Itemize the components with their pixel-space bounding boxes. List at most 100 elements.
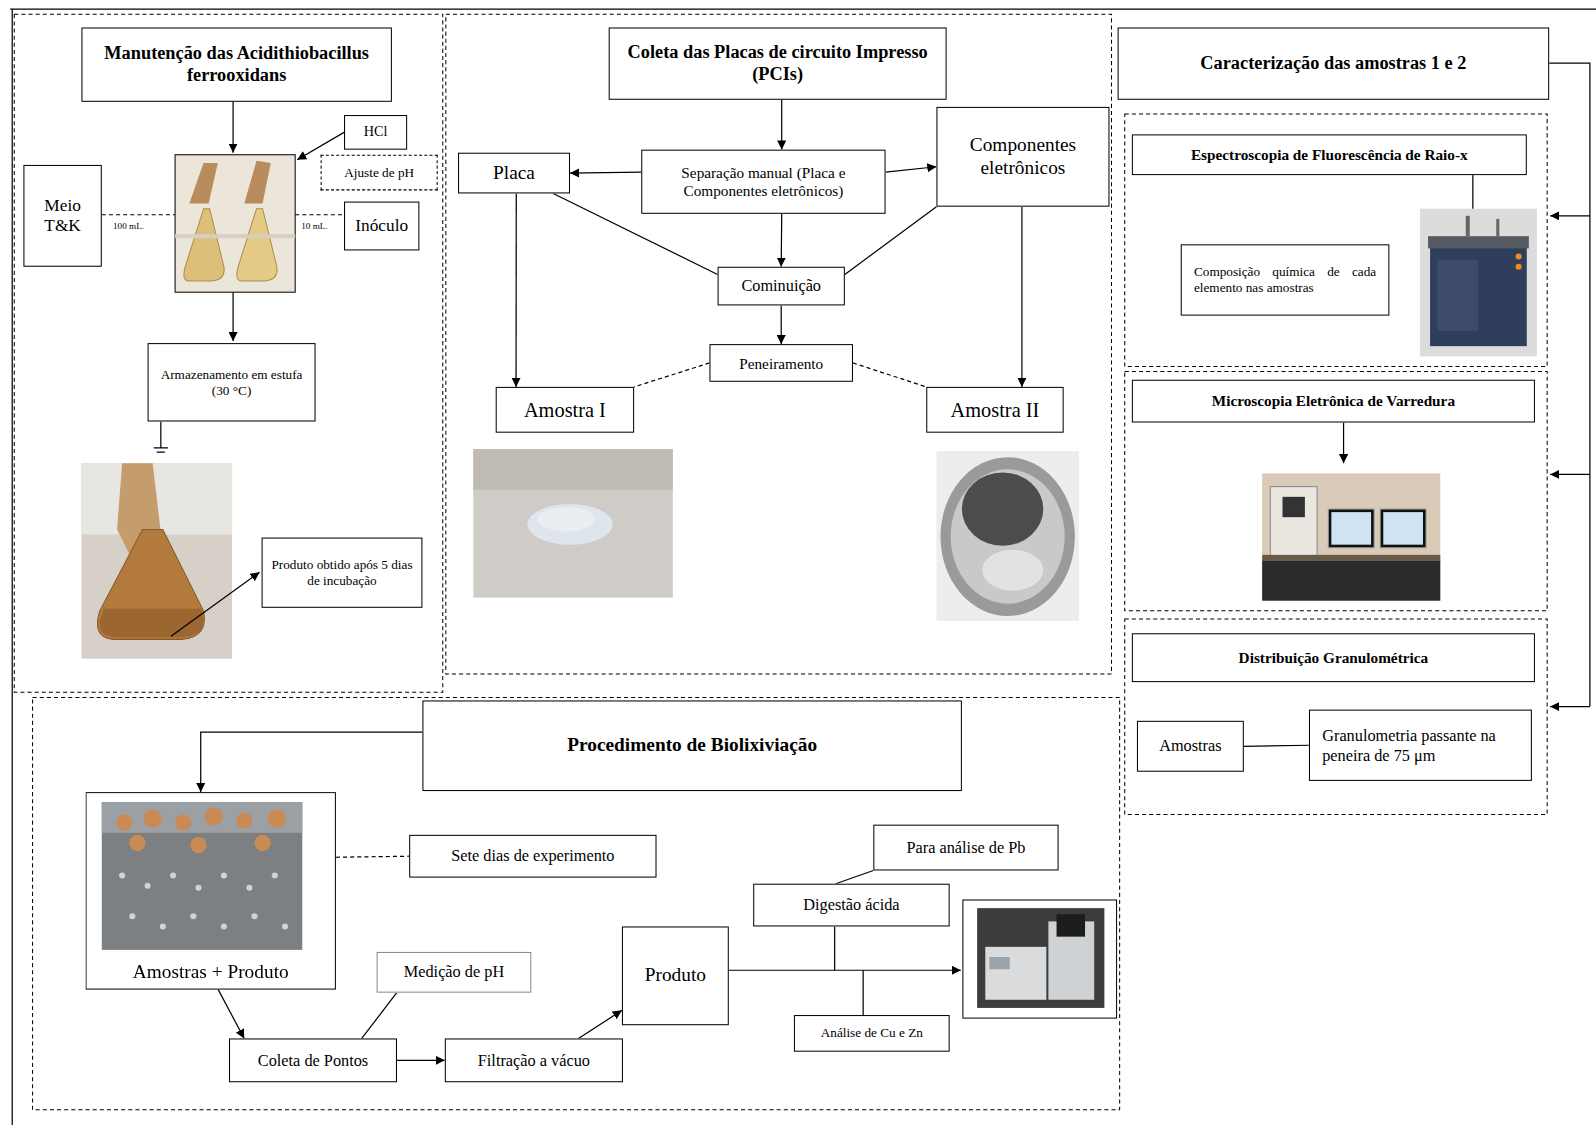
node-text: Amostras + Produto [91, 961, 331, 984]
node-text: Microscopia Eletrônica de Varredura [1137, 392, 1530, 410]
art-shape [268, 809, 286, 827]
node-text: Produto [627, 964, 724, 987]
node-text: Procedimento de Biolixiviação [428, 734, 957, 757]
sem-photo [1331, 512, 1371, 545]
node-text: Componentes eletrônicos [942, 134, 1105, 180]
xrf-photo [1516, 254, 1522, 260]
process-box: Cominuição [718, 267, 845, 306]
connector [336, 856, 409, 857]
leader-line [1343, 423, 1344, 464]
process-box: Componentes eletrônicos [936, 107, 1109, 207]
powder-photo [473, 449, 673, 598]
dashed-region [1125, 114, 1547, 366]
xrf-photo [1466, 216, 1470, 236]
node-text: Manutenção das Acidithiobacillus ferroox… [87, 43, 387, 87]
art-shape [251, 913, 257, 919]
connector [570, 172, 641, 174]
connector [1021, 207, 1022, 387]
heading-box: Coleta das Placas de circuito Impresso (… [609, 27, 947, 99]
dashed-leader [102, 214, 344, 215]
art-shape [205, 807, 223, 825]
node-text: Distribuição Granulométrica [1137, 649, 1530, 667]
art-shape [195, 885, 201, 891]
dashed-region [14, 14, 1547, 1109]
art-shape [160, 923, 166, 929]
sem-photo [1262, 555, 1440, 561]
heading-box: Procedimento de Biolixiviação [422, 700, 961, 791]
heading-box: Caracterização das amostras 1 e 2 [1118, 27, 1550, 99]
art-shape [170, 873, 176, 879]
powder-photo [941, 457, 1075, 616]
heading-box: Distribuição Granulométrica [1132, 633, 1535, 682]
flask-photo [237, 209, 277, 281]
powder-photo [936, 451, 1079, 621]
node-text: Sete dias de experimento [414, 846, 651, 866]
node-text: Placa [463, 161, 565, 184]
powder-photo [936, 451, 1079, 621]
node-text: Para análise de Pb [878, 838, 1053, 858]
connector [515, 193, 516, 386]
frame-line [10, 9, 1596, 1125]
node-text: Caracterização das amostras 1 e 2 [1123, 53, 1544, 75]
flask-photo [184, 209, 224, 281]
aas-photo [989, 957, 1009, 969]
node-text: Amostra I [501, 398, 629, 422]
art-shape [221, 923, 227, 929]
aas-photo [985, 947, 1046, 1000]
flask-photo [81, 463, 232, 658]
note-box: Medição de pH [377, 952, 532, 993]
aas-photo [963, 900, 1117, 1018]
note-box: Granulometria passante na peneira de 75 … [1309, 710, 1532, 781]
dashed-leader [295, 214, 344, 215]
heading-box: Microscopia Eletrônica de Varredura [1132, 380, 1535, 423]
node-text: Coleta das Placas de circuito Impresso (… [614, 42, 942, 86]
node-text: Separação manual (Placa e Componentes el… [646, 163, 880, 200]
note-box: Análise de Cu e Zn [794, 1015, 950, 1052]
node-text: Produto obtido após 5 dias de incubação [267, 557, 418, 589]
heading-box: Espectroscopia de Fluorescência de Raio-… [1132, 134, 1527, 175]
node-text: Composição química de cada elemento nas … [1194, 264, 1376, 296]
xrf-photo [1430, 244, 1527, 346]
medium-box: Meio T&K [23, 165, 101, 267]
leader-line [171, 572, 260, 636]
connector [1244, 745, 1309, 746]
xrf-photo [1437, 260, 1478, 331]
node-text: HCl [349, 124, 402, 141]
dashed-leader [102, 214, 175, 215]
art-shape [129, 835, 145, 851]
node-text: Medição de pH [382, 963, 527, 983]
flask-photo [244, 161, 270, 204]
sem-photo [1283, 497, 1305, 517]
art-shape [236, 812, 252, 828]
node-text: Amostra II [931, 398, 1058, 422]
callout-box: Produto obtido após 5 dias de incubação [262, 538, 423, 608]
process-box: Filtração a vácuo [445, 1038, 623, 1082]
node-text: Digestão ácida [758, 895, 944, 915]
connector [853, 363, 926, 387]
process-box: Placa [458, 153, 570, 194]
flask-photo [100, 609, 204, 638]
shaker-photo [102, 802, 303, 950]
dashed-region [1125, 372, 1547, 611]
node-text: Filtração a vácuo [450, 1051, 618, 1071]
sample-box: Amostra I [496, 387, 634, 433]
volume-label: 10 mL. [300, 221, 329, 231]
leader-line [232, 292, 233, 341]
art-shape [129, 913, 135, 919]
leader-line [1472, 175, 1473, 209]
process-box: Peneiramento [709, 344, 853, 382]
aas-photo [1057, 914, 1086, 936]
leader-line [154, 421, 168, 452]
reagent-box: HCl [344, 115, 407, 150]
connector [845, 207, 937, 275]
connector [781, 214, 783, 267]
art-shape [246, 885, 252, 891]
leader-line [1550, 215, 1590, 216]
flask-photo [175, 155, 295, 292]
art-shape [254, 835, 270, 851]
powder-photo [537, 507, 594, 531]
art-shape [175, 814, 191, 830]
node-text: Cominuição [723, 276, 840, 296]
